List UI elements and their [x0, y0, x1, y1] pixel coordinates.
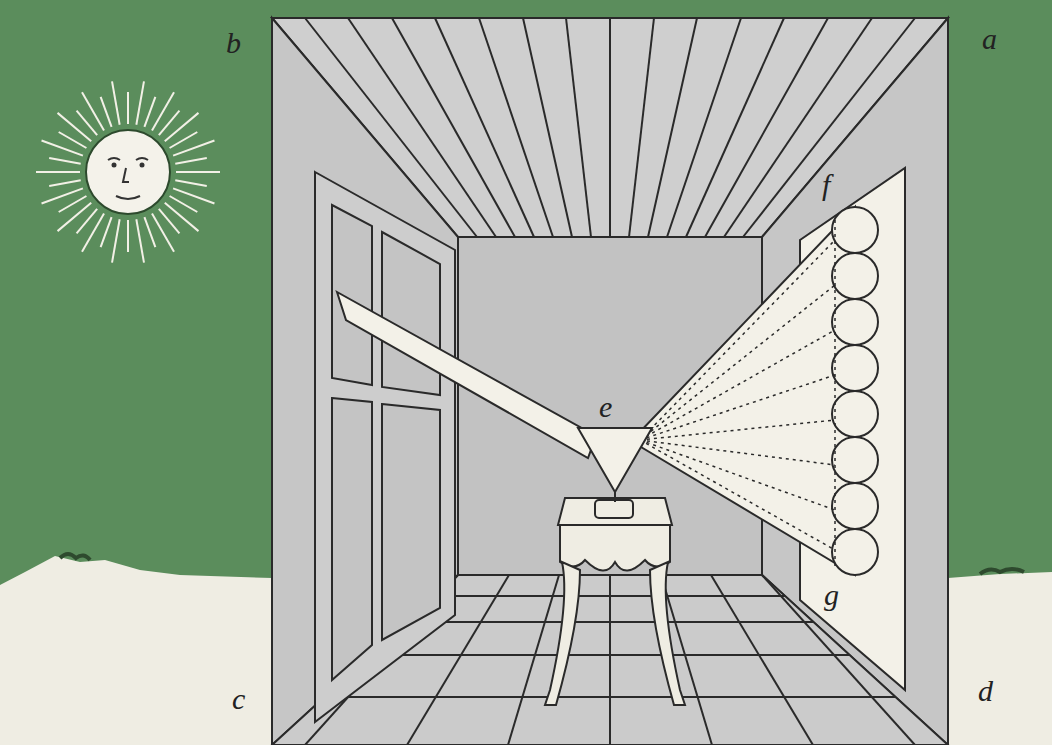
point-letter: d — [978, 676, 993, 706]
ground — [948, 572, 1052, 745]
sun-ray — [175, 180, 207, 186]
sun-ray — [36, 171, 80, 173]
spectrum — [636, 207, 878, 575]
light-beam — [337, 292, 596, 458]
sun-ray — [144, 97, 155, 127]
sun-ray — [58, 113, 92, 141]
prism — [578, 428, 652, 502]
sun-ray — [49, 180, 81, 186]
window — [315, 172, 455, 722]
sun-ray — [165, 203, 199, 231]
room — [272, 18, 948, 745]
point-letter: f — [822, 170, 830, 200]
sun-ray — [173, 141, 214, 156]
sun-ray — [136, 81, 144, 124]
sun-ray — [170, 132, 198, 148]
point-letter: e — [599, 392, 612, 422]
sun-ray — [101, 97, 112, 127]
sun-ray — [82, 214, 104, 252]
sun-ray — [127, 92, 129, 124]
sun-ray — [49, 158, 81, 164]
sun-ray — [59, 196, 87, 212]
sun-ray — [136, 219, 144, 262]
table — [545, 498, 685, 705]
point-letter: c — [232, 684, 245, 714]
point-letter: b — [226, 28, 241, 58]
sun-ray — [58, 203, 92, 231]
sun-ray — [152, 92, 174, 130]
sun-ray — [127, 220, 129, 252]
sun-ray — [112, 219, 120, 262]
sun-ray — [144, 217, 155, 247]
sun-ray — [176, 171, 220, 173]
sun-ray — [112, 81, 120, 124]
sun-ray — [175, 158, 207, 164]
sun-ray — [101, 217, 112, 247]
ground — [0, 556, 272, 745]
point-letter: a — [982, 24, 997, 54]
sun-ray — [42, 188, 83, 203]
sun — [36, 81, 220, 262]
sun-ray — [165, 113, 199, 141]
point-letter: g — [824, 580, 839, 610]
